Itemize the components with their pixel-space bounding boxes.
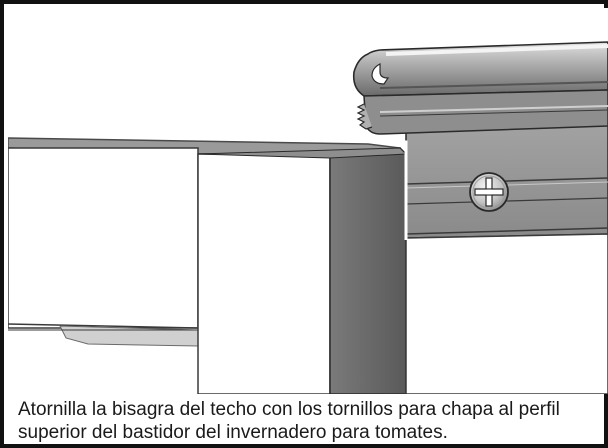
assembly-illustration xyxy=(8,8,608,394)
screw-icon xyxy=(469,172,509,212)
left-glazing-panel xyxy=(8,147,199,347)
hinge-profile-icon xyxy=(352,41,608,135)
frame-top-profile xyxy=(396,123,608,394)
assembly-drawing xyxy=(8,8,608,394)
instruction-caption: Atornilla la bisagra del techo con los t… xyxy=(18,399,560,443)
